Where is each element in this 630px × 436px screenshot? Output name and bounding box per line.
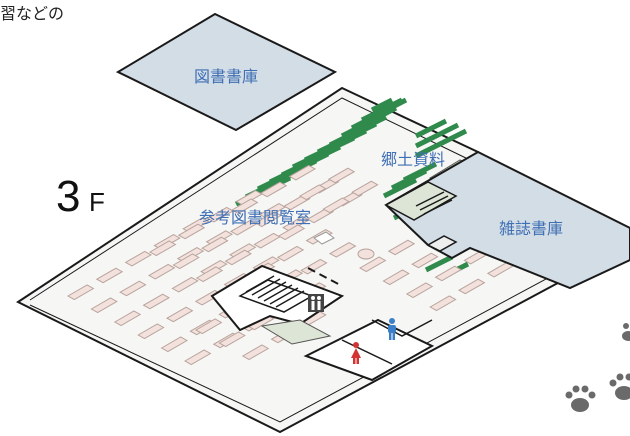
- reference-room-label[interactable]: 参考図書閲覧室: [199, 208, 312, 227]
- reading-desk: [119, 280, 147, 297]
- reading-desk: [124, 250, 153, 267]
- reading-desk: [95, 267, 124, 284]
- reading-desk: [327, 167, 356, 184]
- reading-desk: [358, 256, 387, 273]
- female-restroom-icon: [351, 342, 361, 364]
- reading-desk: [224, 249, 253, 266]
- local-materials-label[interactable]: 郷土資料: [381, 150, 446, 169]
- reading-desk: [113, 310, 142, 327]
- reading-desk: [300, 258, 328, 275]
- reading-desk: [322, 197, 350, 214]
- reading-desk: [171, 276, 199, 293]
- reading-desk: [259, 181, 288, 198]
- reading-desk: [306, 207, 335, 224]
- reading-desk: [283, 194, 311, 211]
- paw-print-icon: [622, 323, 630, 341]
- reading-desk: [230, 198, 259, 215]
- stack-room-block[interactable]: [115, 12, 338, 132]
- reading-desk: [434, 265, 463, 282]
- reading-desk: [382, 269, 410, 286]
- paw-print-icon: [565, 385, 596, 412]
- floor-number: 3: [56, 172, 81, 221]
- reading-desk: [147, 263, 176, 280]
- reading-desk: [137, 323, 165, 340]
- reading-desk: [457, 278, 486, 295]
- reading-desk: [183, 349, 212, 366]
- reading-desk: [177, 223, 206, 240]
- reading-desk: [66, 284, 95, 301]
- reading-desk: [276, 245, 305, 262]
- male-restroom-icon: [388, 318, 396, 340]
- reading-desk: [172, 253, 200, 270]
- floor-suffix: F: [88, 187, 105, 217]
- reading-desk: [277, 224, 306, 241]
- reading-desk: [254, 211, 282, 228]
- reading-desk: [148, 240, 177, 257]
- reading-desk: [90, 297, 118, 314]
- reading-desk: [241, 344, 270, 361]
- cut-off-text: 習などの: [0, 4, 65, 23]
- reading-desk: [411, 252, 439, 269]
- reading-desk: [165, 306, 194, 323]
- reading-desk: [218, 331, 246, 348]
- reading-desk: [405, 282, 434, 299]
- desk-group: [66, 164, 548, 366]
- reading-desk: [429, 295, 457, 312]
- reading-desk: [142, 293, 171, 310]
- reading-desk: [160, 336, 189, 353]
- reading-desk: [194, 318, 223, 335]
- magazine-stacks-label[interactable]: 雑誌書庫: [499, 219, 564, 238]
- floor-label: 3 F: [56, 172, 105, 222]
- reading-desk: [195, 266, 224, 283]
- reading-desk: [387, 239, 416, 256]
- reading-desk: [288, 164, 317, 181]
- reading-desk: [351, 180, 379, 197]
- elevator-icon: [308, 294, 324, 312]
- stack-room-label[interactable]: 図書書庫: [194, 67, 259, 86]
- reading-desk: [201, 236, 229, 253]
- reading-desk: [298, 184, 327, 201]
- paw-print-icon: [609, 373, 630, 400]
- reading-desk: [328, 242, 357, 258]
